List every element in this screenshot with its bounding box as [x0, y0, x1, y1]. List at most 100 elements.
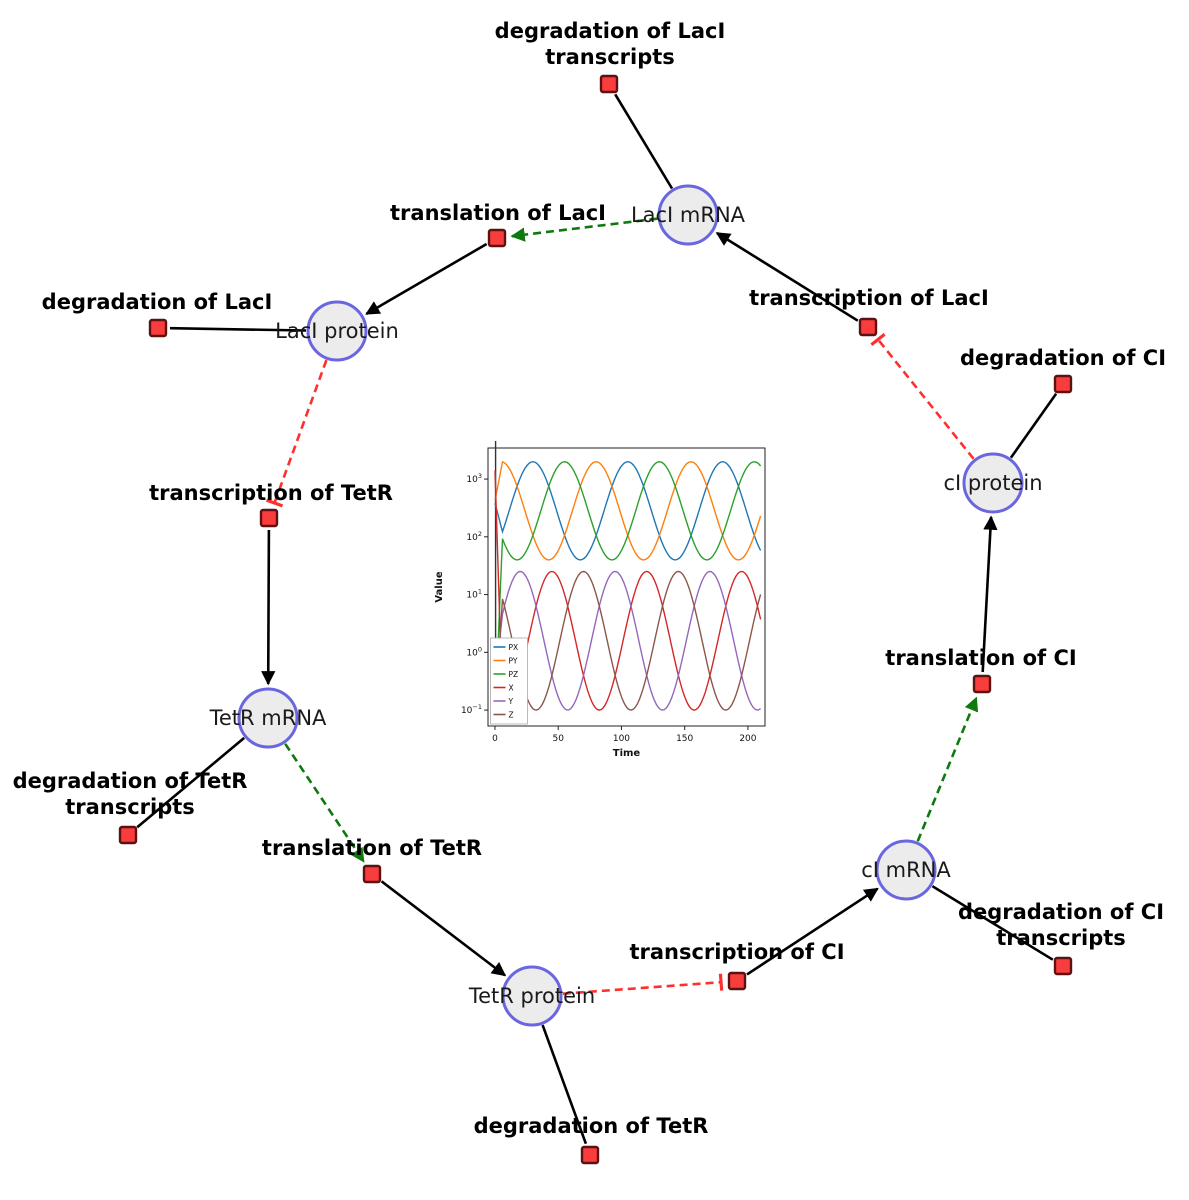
- reaction-square-icon[interactable]: [148, 318, 168, 338]
- reaction-label-degradation-ci: degradation of CI: [960, 346, 1166, 370]
- inhibition-tbar-icon: [870, 332, 886, 347]
- reaction-node-degradation-tetr[interactable]: [580, 1145, 600, 1165]
- reaction-node-degradation-ci-transcripts[interactable]: [1053, 956, 1073, 976]
- legend-label-y: Y: [508, 697, 514, 706]
- reaction-label-transcription-ci: transcription of CI: [629, 940, 844, 964]
- reaction-node-transcription-ci[interactable]: [727, 971, 747, 991]
- reaction-square-icon[interactable]: [259, 508, 279, 528]
- y-tick-label: 102: [466, 530, 482, 543]
- edge-inhibition-tetr-protein-to-transcription-ci: [562, 980, 722, 995]
- edge-production-translation-laci-to-laci-protein: [365, 242, 488, 316]
- reaction-square-icon[interactable]: [727, 971, 747, 991]
- legend-label-z: Z: [509, 710, 514, 719]
- species-node-ci-protein[interactable]: cI protein: [943, 452, 1043, 514]
- species-circle-icon[interactable]: [306, 300, 368, 362]
- x-axis-label: Time: [613, 748, 641, 759]
- reaction-square-icon[interactable]: [580, 1145, 600, 1165]
- species-node-ci-mrna[interactable]: cI mRNA: [861, 839, 951, 901]
- reaction-node-degradation-laci-transcripts[interactable]: [599, 74, 619, 94]
- y-axis-label: Value: [434, 571, 445, 602]
- species-circle-icon[interactable]: [962, 452, 1024, 514]
- edge-modifier-ci-mrna-to-translation-ci: [916, 696, 979, 842]
- edge-modifier-tetr-mrna-to-translation-tetr: [284, 743, 365, 863]
- plot-frame: [487, 447, 766, 727]
- species-label-ci-protein: cI protein: [943, 471, 1042, 495]
- edge-consumption-laci-protein-to-degradation-laci: [169, 326, 307, 332]
- y-tick-label: 103: [466, 472, 482, 485]
- legend-label-py: PY: [509, 656, 518, 665]
- reaction-square-icon[interactable]: [118, 825, 138, 845]
- series-curves: [494, 460, 762, 716]
- edge-production-transcription-tetr-to-tetr-mrna: [261, 529, 276, 686]
- species-label-tetr-protein: TetR protein: [468, 984, 595, 1008]
- reaction-label-transcription-laci: transcription of LacI: [749, 286, 989, 310]
- species-circle-icon[interactable]: [237, 687, 299, 749]
- reaction-square-icon[interactable]: [1053, 956, 1073, 976]
- x-tick-label: 200: [739, 734, 756, 744]
- reaction-square-icon[interactable]: [1053, 374, 1073, 394]
- reaction-node-transcription-tetr[interactable]: [259, 508, 279, 528]
- edge-production-translation-ci-to-ci-protein: [981, 515, 998, 673]
- species-circle-icon[interactable]: [875, 839, 937, 901]
- legend-label-x: X: [509, 683, 514, 692]
- reaction-node-translation-ci[interactable]: [972, 674, 992, 694]
- reaction-label-degradation-laci: degradation of LacI: [42, 290, 273, 314]
- edge-consumption-tetr-mrna-to-degradation-tetr-transcripts: [136, 736, 246, 829]
- reaction-square-icon[interactable]: [858, 317, 878, 337]
- species-label-laci-protein: LacI protein: [275, 319, 399, 343]
- reaction-square-icon[interactable]: [972, 674, 992, 694]
- species-label-tetr-mrna: TetR mRNA: [209, 706, 327, 730]
- reaction-square-icon[interactable]: [362, 864, 382, 884]
- species-node-laci-mrna[interactable]: LacI mRNA: [631, 184, 746, 246]
- edge-consumption-tetr-protein-to-degradation-tetr: [541, 1024, 588, 1145]
- legend-box: [490, 637, 528, 725]
- species-circle-icon[interactable]: [657, 184, 719, 246]
- edge-production-translation-tetr-to-tetr-protein: [380, 880, 507, 977]
- reaction-node-transcription-laci[interactable]: [858, 317, 878, 337]
- species-label-ci-mrna: cI mRNA: [861, 858, 951, 882]
- edge-consumption-ci-protein-to-degradation-ci: [1009, 393, 1058, 459]
- species-node-tetr-protein[interactable]: TetR protein: [468, 965, 595, 1027]
- edge-modifier-laci-mrna-to-translation-laci: [510, 217, 658, 242]
- reaction-label-transcription-tetr: transcription of TetR: [149, 481, 393, 505]
- species-node-laci-protein[interactable]: LacI protein: [275, 300, 399, 362]
- reaction-node-translation-tetr[interactable]: [362, 864, 382, 884]
- reaction-node-translation-laci[interactable]: [487, 228, 507, 248]
- reaction-label-degradation-tetr: degradation of TetR: [474, 1114, 709, 1138]
- species-label-laci-mrna: LacI mRNA: [631, 203, 746, 227]
- species-circle-icon[interactable]: [501, 965, 563, 1027]
- edge-consumption-ci-mrna-to-degradation-ci-transcripts: [931, 885, 1054, 961]
- reaction-node-degradation-tetr-transcripts[interactable]: [118, 825, 138, 845]
- reaction-square-icon[interactable]: [599, 74, 619, 94]
- reaction-node-degradation-ci[interactable]: [1053, 374, 1073, 394]
- reaction-label-translation-ci: translation of CI: [885, 646, 1076, 670]
- legend-label-pz: PZ: [509, 670, 519, 679]
- series-line-z: [494, 570, 762, 716]
- series-line-x: [494, 470, 762, 711]
- edge-production-transcription-ci-to-ci-mrna: [746, 887, 879, 976]
- edge-production-transcription-laci-to-laci-mrna: [715, 231, 859, 322]
- y-tick-label: 101: [466, 588, 482, 601]
- y-tick-label: 10−1: [461, 703, 482, 716]
- series-line-y: [494, 570, 761, 711]
- y-tick-label: 100: [466, 645, 482, 658]
- x-tick-label: 0: [492, 734, 498, 744]
- legend-label-px: PX: [509, 643, 519, 652]
- series-line-px: [494, 460, 762, 561]
- x-tick-label: 50: [552, 734, 564, 744]
- reaction-node-degradation-laci[interactable]: [148, 318, 168, 338]
- reaction-square-icon[interactable]: [487, 228, 507, 248]
- reaction-label-translation-tetr: translation of TetR: [262, 836, 482, 860]
- species-node-tetr-mrna[interactable]: TetR mRNA: [209, 687, 327, 749]
- x-tick-label: 150: [676, 734, 693, 744]
- series-line-pz: [494, 461, 762, 716]
- reaction-label-translation-laci: translation of LacI: [390, 201, 606, 225]
- edge-consumption-laci-mrna-to-degradation-laci-transcripts: [614, 93, 674, 190]
- inhibition-tbar-icon: [265, 498, 284, 508]
